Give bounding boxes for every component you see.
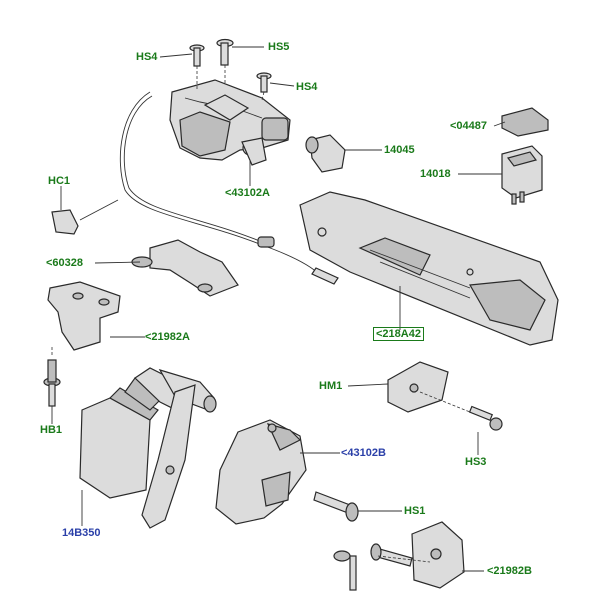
bolt-hb1 [43,359,61,407]
label-hs3: HS3 [465,456,487,468]
lever-bracket [141,384,196,529]
screw-hs3 [468,405,503,431]
bracket-60328 [131,239,239,297]
label-43102a: <43102A [225,187,270,199]
label-14045: 14045 [384,144,415,156]
block-hm1 [387,361,449,413]
motor-14b350 [79,367,217,499]
label-04487: <04487 [450,120,488,132]
latch-43102b [215,419,307,525]
bracket-21982b [333,521,465,591]
label-hs5: HS5 [268,41,290,53]
bracket-21982a [47,281,121,351]
label-21982a: <21982A [145,331,190,343]
screw-hs4-left [189,44,205,67]
label-hs4-right: HS4 [296,81,318,93]
switch-14018 [501,145,543,205]
connector-14045 [305,134,346,173]
label-43102b: <43102B [341,447,386,459]
actuator-218a42 [299,191,559,346]
label-hm1: HM1 [319,380,343,392]
bolt-hs1 [313,491,359,522]
label-hb1: HB1 [40,424,63,436]
label-14018: 14018 [420,168,451,180]
pad-04487 [501,107,549,137]
label-14b350: 14B350 [62,527,101,539]
screw-hs4-right [256,72,272,93]
label-218a42: <218A42 [373,327,424,341]
cable-clip-hc1 [51,209,79,235]
screw-hs5 [216,38,234,66]
label-hc1: HC1 [48,175,71,187]
label-hs1: HS1 [404,505,426,517]
label-hs4-left: HS4 [136,51,158,63]
label-21982b: <21982B [487,565,532,577]
label-60328: <60328 [46,257,84,269]
latch-assembly-top [169,79,291,161]
